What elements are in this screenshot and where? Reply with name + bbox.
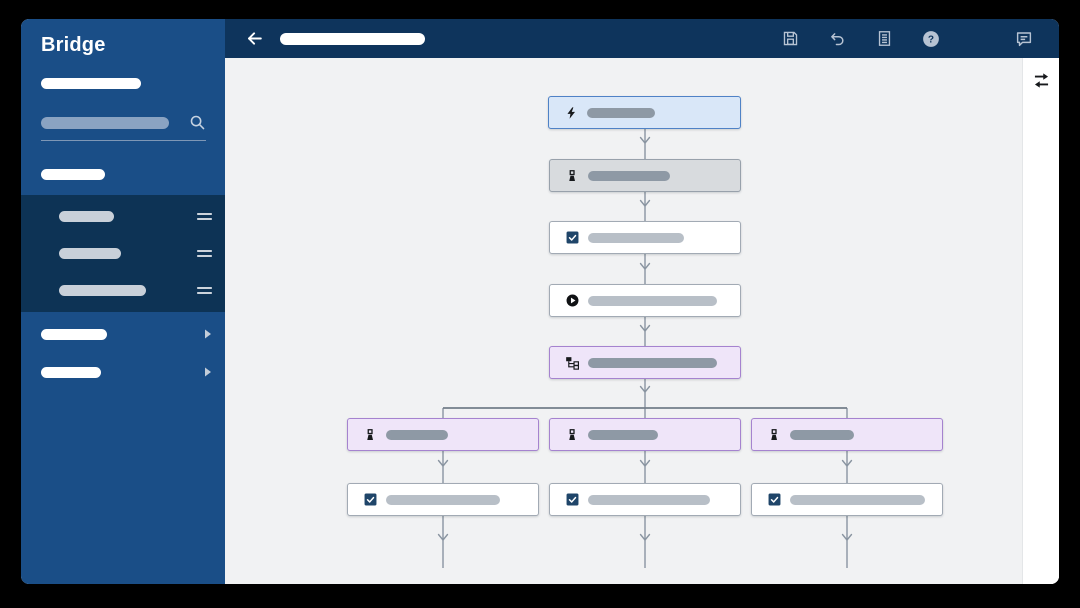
help-button[interactable]: ? (922, 30, 940, 48)
workflow-title-skeleton (280, 32, 425, 45)
sidebar-item[interactable] (21, 272, 225, 309)
checkbox-icon (565, 231, 579, 245)
canvas-side-rail (1022, 58, 1059, 584)
help-icon: ? (922, 30, 940, 48)
drag-handle-icon[interactable] (197, 286, 212, 295)
sidebar: Bridge (21, 19, 225, 584)
branch-node[interactable] (549, 346, 741, 379)
node-label-skeleton (588, 170, 670, 181)
sidebar-nav-item[interactable] (21, 353, 225, 391)
node-label-skeleton (588, 232, 684, 243)
back-button[interactable] (242, 27, 266, 51)
sidebar-title-skeleton (41, 78, 141, 89)
sidebar-nav-group (21, 315, 225, 391)
undo-button[interactable] (828, 30, 846, 48)
org-tree-icon (565, 356, 579, 370)
node-label-skeleton (588, 429, 658, 440)
topbar-actions: ? (781, 30, 1033, 48)
step-node-3[interactable] (549, 284, 741, 317)
sidebar-item-skeleton (59, 248, 121, 259)
sidebar-item[interactable] (21, 235, 225, 272)
sidebar-search[interactable] (41, 114, 206, 141)
step-node-1[interactable] (549, 159, 741, 192)
person-icon (565, 169, 579, 183)
approval-node-3[interactable] (751, 483, 943, 516)
topbar: ? (225, 19, 1059, 58)
person-icon (767, 428, 781, 442)
save-button[interactable] (781, 30, 799, 48)
node-label-skeleton (790, 429, 854, 440)
sidebar-item-skeleton (59, 285, 146, 296)
trigger-node[interactable] (548, 96, 741, 129)
sidebar-item[interactable] (21, 198, 225, 235)
sidebar-nav-skeleton (41, 328, 107, 340)
comment-icon (1015, 30, 1033, 48)
arrow-left-icon (247, 32, 262, 45)
undo-icon (829, 30, 846, 47)
approval-node-1[interactable] (347, 483, 539, 516)
node-label-skeleton (587, 107, 655, 118)
sidebar-active-group (21, 195, 225, 312)
approval-node-2[interactable] (549, 483, 741, 516)
search-icon[interactable] (189, 114, 206, 131)
main-area: ? (225, 19, 1059, 584)
app-logo: Bridge (41, 34, 106, 56)
chevron-right-icon (204, 367, 212, 377)
comments-button[interactable] (1015, 30, 1033, 48)
checkbox-icon (565, 493, 579, 507)
sidebar-section-skeleton (41, 169, 105, 180)
node-label-skeleton (588, 295, 717, 306)
node-label-skeleton (790, 494, 925, 505)
play-icon (565, 294, 579, 308)
svg-text:?: ? (928, 34, 934, 45)
person-icon (363, 428, 377, 442)
node-label-skeleton (588, 357, 717, 368)
node-label-skeleton (588, 494, 710, 505)
checkbox-icon (767, 493, 781, 507)
swap-direction-button[interactable] (1030, 69, 1052, 91)
save-icon (782, 30, 799, 47)
notes-icon (876, 30, 893, 47)
swap-arrows-icon (1031, 70, 1052, 91)
lightning-bolt-icon (564, 106, 578, 120)
step-node-2[interactable] (549, 221, 741, 254)
node-label-skeleton (386, 429, 448, 440)
search-input-skeleton[interactable] (41, 116, 169, 129)
branch-child-1[interactable] (347, 418, 539, 451)
sidebar-nav-skeleton (41, 366, 101, 378)
branch-child-2[interactable] (549, 418, 741, 451)
checkbox-icon (363, 493, 377, 507)
log-button[interactable] (875, 30, 893, 48)
drag-handle-icon[interactable] (197, 212, 212, 221)
person-icon (565, 428, 579, 442)
chevron-right-icon (204, 329, 212, 339)
sidebar-item-skeleton (59, 211, 114, 222)
flow-canvas[interactable] (225, 58, 1059, 584)
sidebar-nav-item[interactable] (21, 315, 225, 353)
app-window: Bridge ? (21, 19, 1059, 584)
node-label-skeleton (386, 494, 500, 505)
drag-handle-icon[interactable] (197, 249, 212, 258)
branch-child-3[interactable] (751, 418, 943, 451)
